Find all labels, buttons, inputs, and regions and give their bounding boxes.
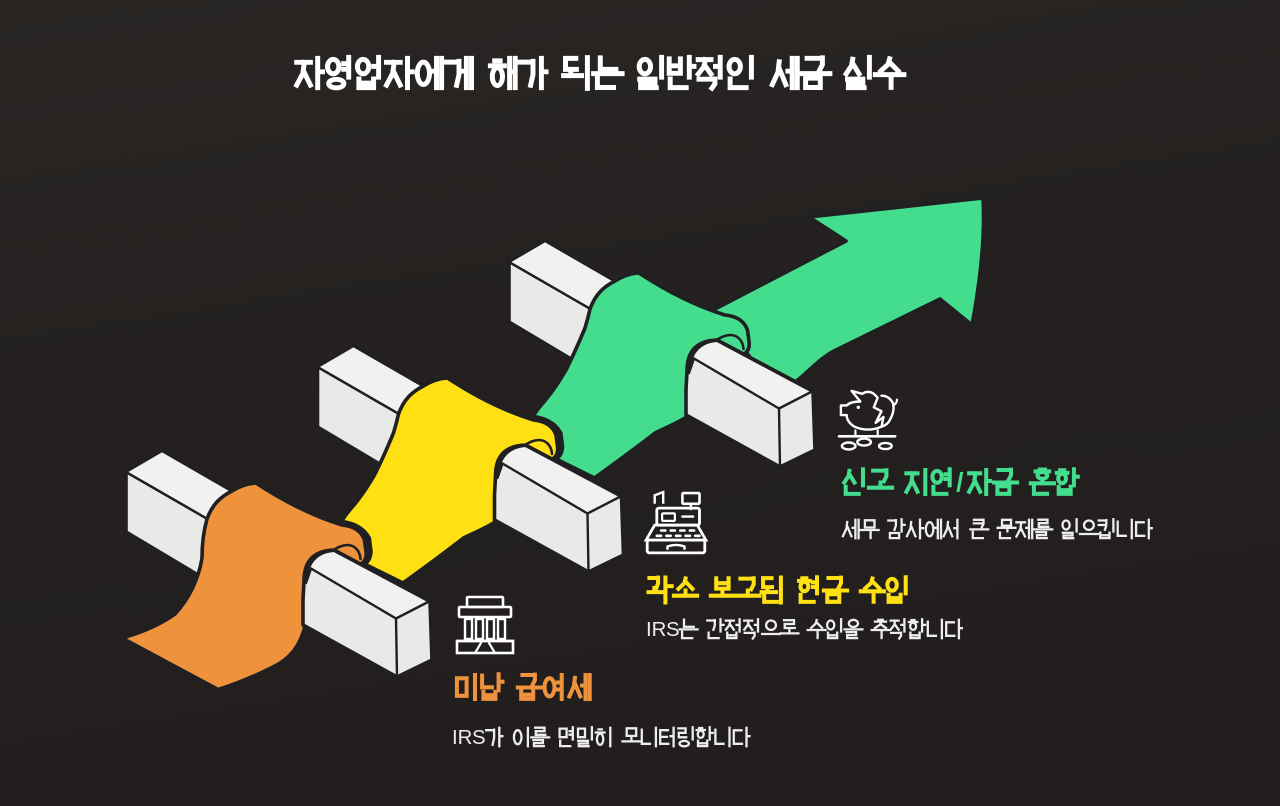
svg-text:R: R — [458, 727, 473, 749]
svg-text:I: I — [452, 727, 458, 749]
svg-text:S: S — [666, 619, 680, 641]
svg-text:I: I — [646, 619, 652, 641]
svg-text:R: R — [652, 619, 667, 641]
svg-text:/: / — [956, 467, 964, 497]
svg-text:S: S — [472, 727, 486, 749]
